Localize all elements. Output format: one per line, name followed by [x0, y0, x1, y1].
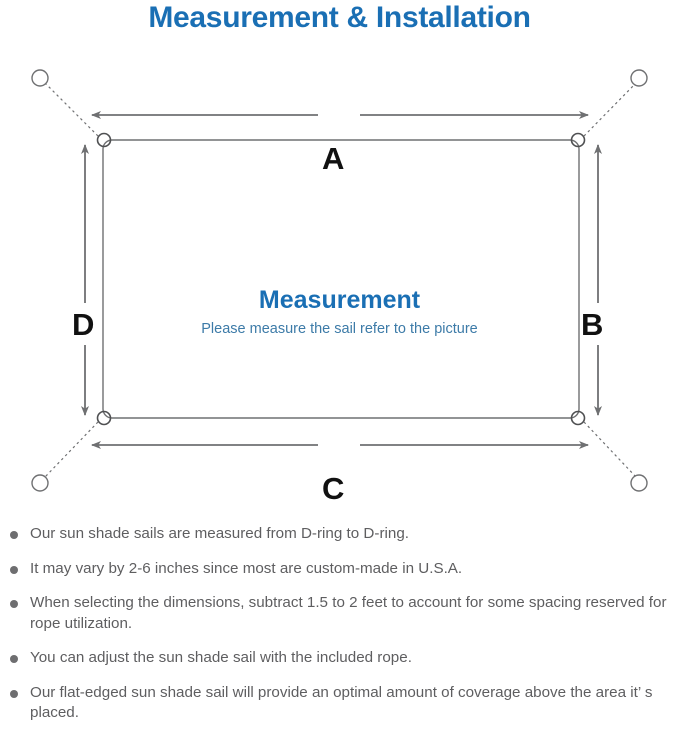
anchor-point-bottom-left [31, 474, 49, 492]
note-text: When selecting the dimensions, subtract … [30, 594, 667, 632]
list-item: Our flat-edged sun shade sail will provi… [0, 683, 679, 724]
list-item: Our sun shade sails are measured from D-… [0, 524, 679, 545]
note-text: It may vary by 2-6 inches since most are… [30, 559, 463, 577]
dimension-label-d: D [72, 307, 95, 342]
d-ring-top-left [96, 132, 112, 148]
anchor-point-top-right [630, 69, 648, 87]
dimension-label-b: B [581, 307, 604, 342]
note-text: You can adjust the sun shade sail with t… [30, 649, 412, 666]
diagram-center-text: Measurement Please measure the sail refe… [0, 285, 679, 340]
rope-top-right [583, 82, 637, 137]
diagram-center-subtitle: Please measure the sail refer to the pic… [201, 321, 478, 337]
rope-bottom-left [44, 421, 99, 478]
measurement-diagram: A B C D Measurement Please measure the s… [0, 45, 679, 510]
note-text: Our sun shade sails are measured from D-… [30, 525, 409, 542]
page-title: Measurement & Installation [148, 1, 531, 34]
bullet-icon [10, 689, 18, 698]
list-item: When selecting the dimensions, subtract … [0, 593, 679, 634]
diagram-center-title: Measurement [258, 286, 421, 314]
note-text: Our flat-edged sun shade sail will provi… [30, 683, 653, 722]
anchor-point-bottom-right [630, 474, 648, 492]
sail-body [102, 139, 580, 419]
bullet-icon [10, 655, 18, 663]
d-ring-bottom-left [96, 410, 112, 426]
rope-top-left [44, 82, 99, 137]
anchor-point-top-left [31, 69, 49, 87]
list-item: You can adjust the sun shade sail with t… [0, 648, 679, 669]
bullet-icon [10, 600, 18, 608]
bullet-icon [10, 565, 18, 574]
dimension-label-a: A [322, 141, 345, 176]
dimension-label-c: C [322, 471, 345, 506]
diagram-svg [31, 69, 648, 492]
list-item: It may vary by 2-6 inches since most are… [0, 559, 679, 580]
bullet-icon [10, 531, 18, 539]
notes-list: Our sun shade sails are measured from D-… [0, 524, 679, 738]
d-ring-bottom-right [570, 410, 586, 426]
rope-bottom-right [583, 421, 637, 478]
d-ring-top-right [570, 132, 586, 148]
